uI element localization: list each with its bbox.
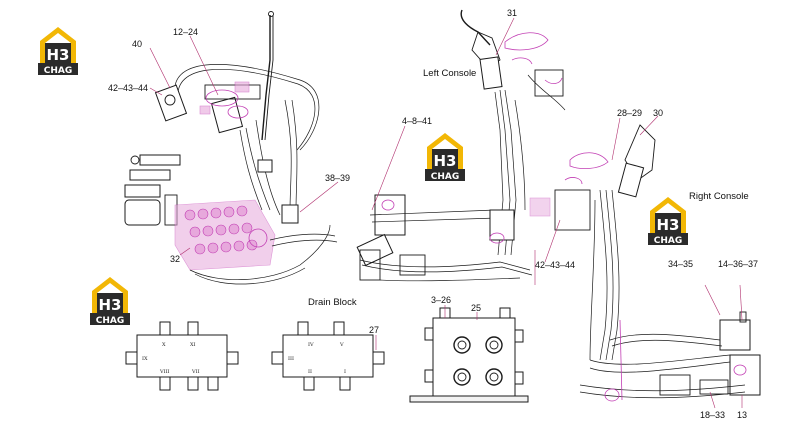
logo-text-top: H3 (434, 152, 457, 170)
callout-28-29: 28–29 (617, 108, 642, 118)
callout-12-24: 12–24 (173, 27, 198, 37)
callout-4-8-41: 4–8–41 (402, 116, 432, 126)
brand-logo-right: H3 CHAG (648, 197, 688, 246)
logo-text-top: H3 (657, 216, 680, 234)
callout-3-26: 3–26 (431, 295, 451, 305)
port-mark-iii: III (288, 356, 294, 362)
left-console-title: Left Console (423, 68, 476, 79)
callout-38-39: 38–39 (325, 173, 350, 183)
port-mark-vii: VII (191, 369, 200, 375)
port-mark-ix: IX (142, 356, 148, 362)
brand-logo-bottom-left: H3 CHAG (90, 277, 130, 326)
callout-14-36-37: 14–36–37 (718, 259, 758, 269)
callout-13: 13 (737, 410, 747, 420)
port-mark-xi: XI (190, 342, 196, 348)
callout-27: 27 (369, 325, 379, 335)
left-console-assembly (356, 9, 566, 285)
logo-text-bottom: CHAG (431, 172, 460, 182)
logo-text-top: H3 (47, 46, 70, 64)
callout-labels: 40 12–24 42–43–44 38–39 32 31 4–8–41 42–… (108, 8, 758, 420)
callout-30: 30 (653, 108, 663, 118)
port-mark-v: V (339, 342, 344, 348)
port-mark-iv: IV (308, 342, 314, 348)
logo-text-bottom: CHAG (44, 66, 73, 76)
drain-block-b: IV V III II I (271, 321, 385, 391)
callout-18-33: 18–33 (700, 410, 725, 420)
callout-31: 31 (507, 8, 517, 18)
callout-42-43-44-left: 42–43–44 (108, 83, 148, 93)
logo-text-top: H3 (99, 296, 122, 314)
callout-42-43-44-right: 42–43–44 (535, 260, 575, 270)
port-mark-viii: VIII (159, 369, 170, 375)
main-valve-assembly (124, 11, 338, 285)
callout-25: 25 (471, 303, 481, 313)
port-mark-ii: II (308, 369, 312, 375)
brand-logo-top-left: H3 CHAG (38, 27, 78, 76)
drain-block-title: Drain Block (308, 297, 357, 308)
shuttle-block (409, 305, 529, 403)
logo-text-bottom: CHAG (96, 316, 125, 326)
callout-34-35: 34–35 (668, 259, 693, 269)
drain-block-a: X XI IX VIII VII (125, 321, 239, 391)
callout-32: 32 (170, 254, 180, 264)
brand-logo-center: H3 CHAG (425, 133, 465, 182)
right-console-assembly (529, 124, 761, 402)
valve-bank (174, 199, 276, 271)
right-console-title: Right Console (689, 191, 749, 202)
leader-lines (149, 17, 743, 409)
port-mark-i: I (344, 369, 346, 375)
callout-40: 40 (132, 39, 142, 49)
port-mark-x: X (162, 342, 166, 348)
logo-text-bottom: CHAG (654, 236, 683, 246)
